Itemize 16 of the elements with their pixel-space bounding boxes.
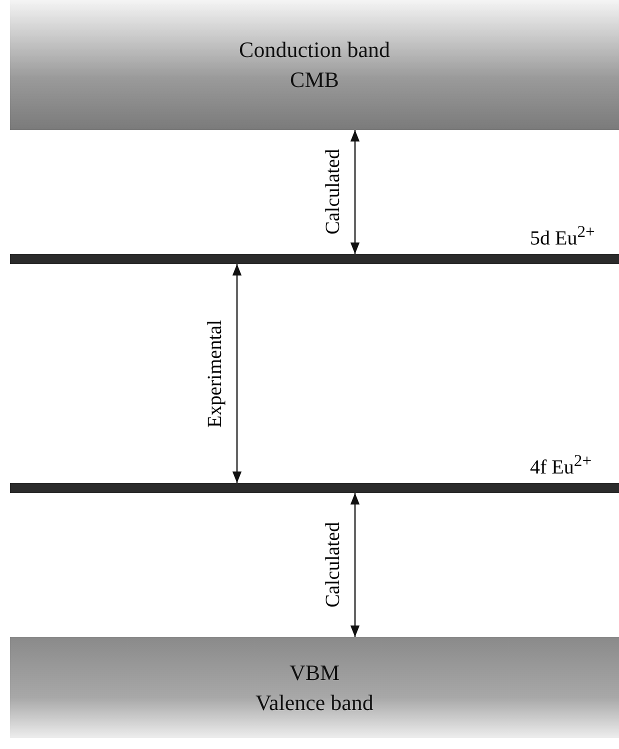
edge-label: Calculated	[322, 522, 345, 608]
edge-label: Experimental	[204, 320, 227, 428]
conduction-band	[10, 0, 619, 130]
band-label: CMB	[290, 66, 339, 94]
energy-level-bar	[10, 254, 619, 264]
level-label: 5d Eu$^{2+}$	[530, 222, 595, 251]
band-label: VBM	[289, 658, 340, 686]
double-arrow	[350, 130, 360, 254]
band-label: Valence band	[256, 688, 374, 716]
double-arrow	[232, 264, 242, 483]
band-label: Conduction band	[239, 36, 390, 64]
valence-band	[10, 637, 619, 738]
double-arrow	[350, 493, 360, 637]
energy-level-bar	[10, 483, 619, 493]
level-label: 4f Eu$^{2+}$	[530, 451, 592, 480]
edge-label: Calculated	[322, 149, 345, 235]
